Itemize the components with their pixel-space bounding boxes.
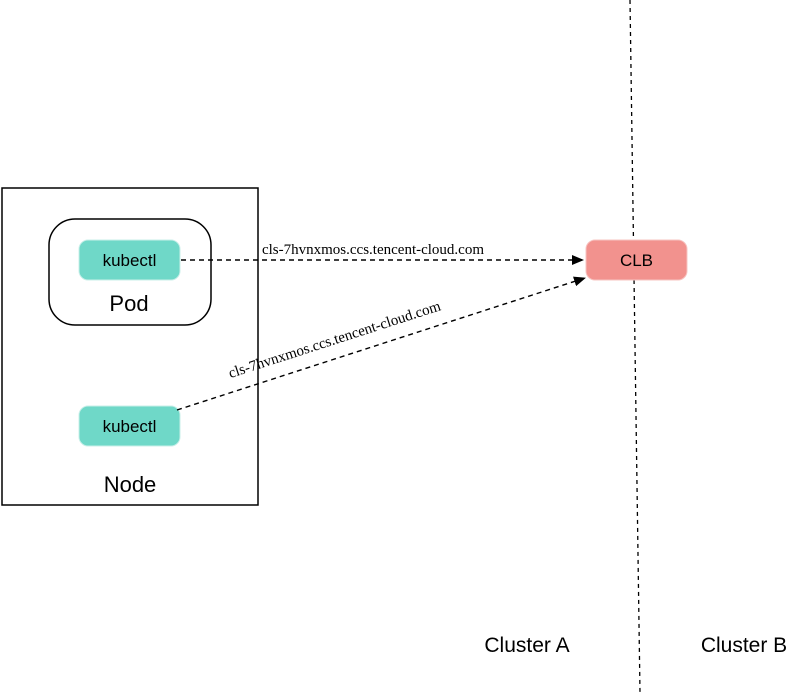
node-kubectl-shape (78, 405, 181, 447)
clb-label: CLB (620, 251, 653, 270)
clb-node: CLB (585, 239, 688, 281)
cluster-a-label: Cluster A (484, 634, 569, 657)
cluster-b-label: Cluster B (701, 634, 787, 657)
node-to-clb-arrow (176, 276, 586, 411)
pod-kubectl-node: kubectl (78, 239, 181, 281)
clb-shape (585, 239, 688, 281)
pod-to-clb-label: cls-7hvnxmos.ccs.tencent-cloud.com (262, 242, 484, 258)
node-kubectl-label: kubectl (103, 417, 157, 436)
pod-kubectl-shape (78, 239, 181, 281)
node-box (1, 187, 259, 506)
node-label: Node (104, 472, 157, 497)
pod-box (48, 218, 212, 326)
cluster-divider-line (629, 0, 641, 693)
node-to-clb-label: cls-7hvnxmos.ccs.tencent-cloud.com (227, 298, 444, 382)
pod-label: Pod (109, 291, 148, 316)
node-kubectl-node: kubectl (78, 405, 181, 447)
pod-kubectl-label: kubectl (103, 251, 157, 270)
